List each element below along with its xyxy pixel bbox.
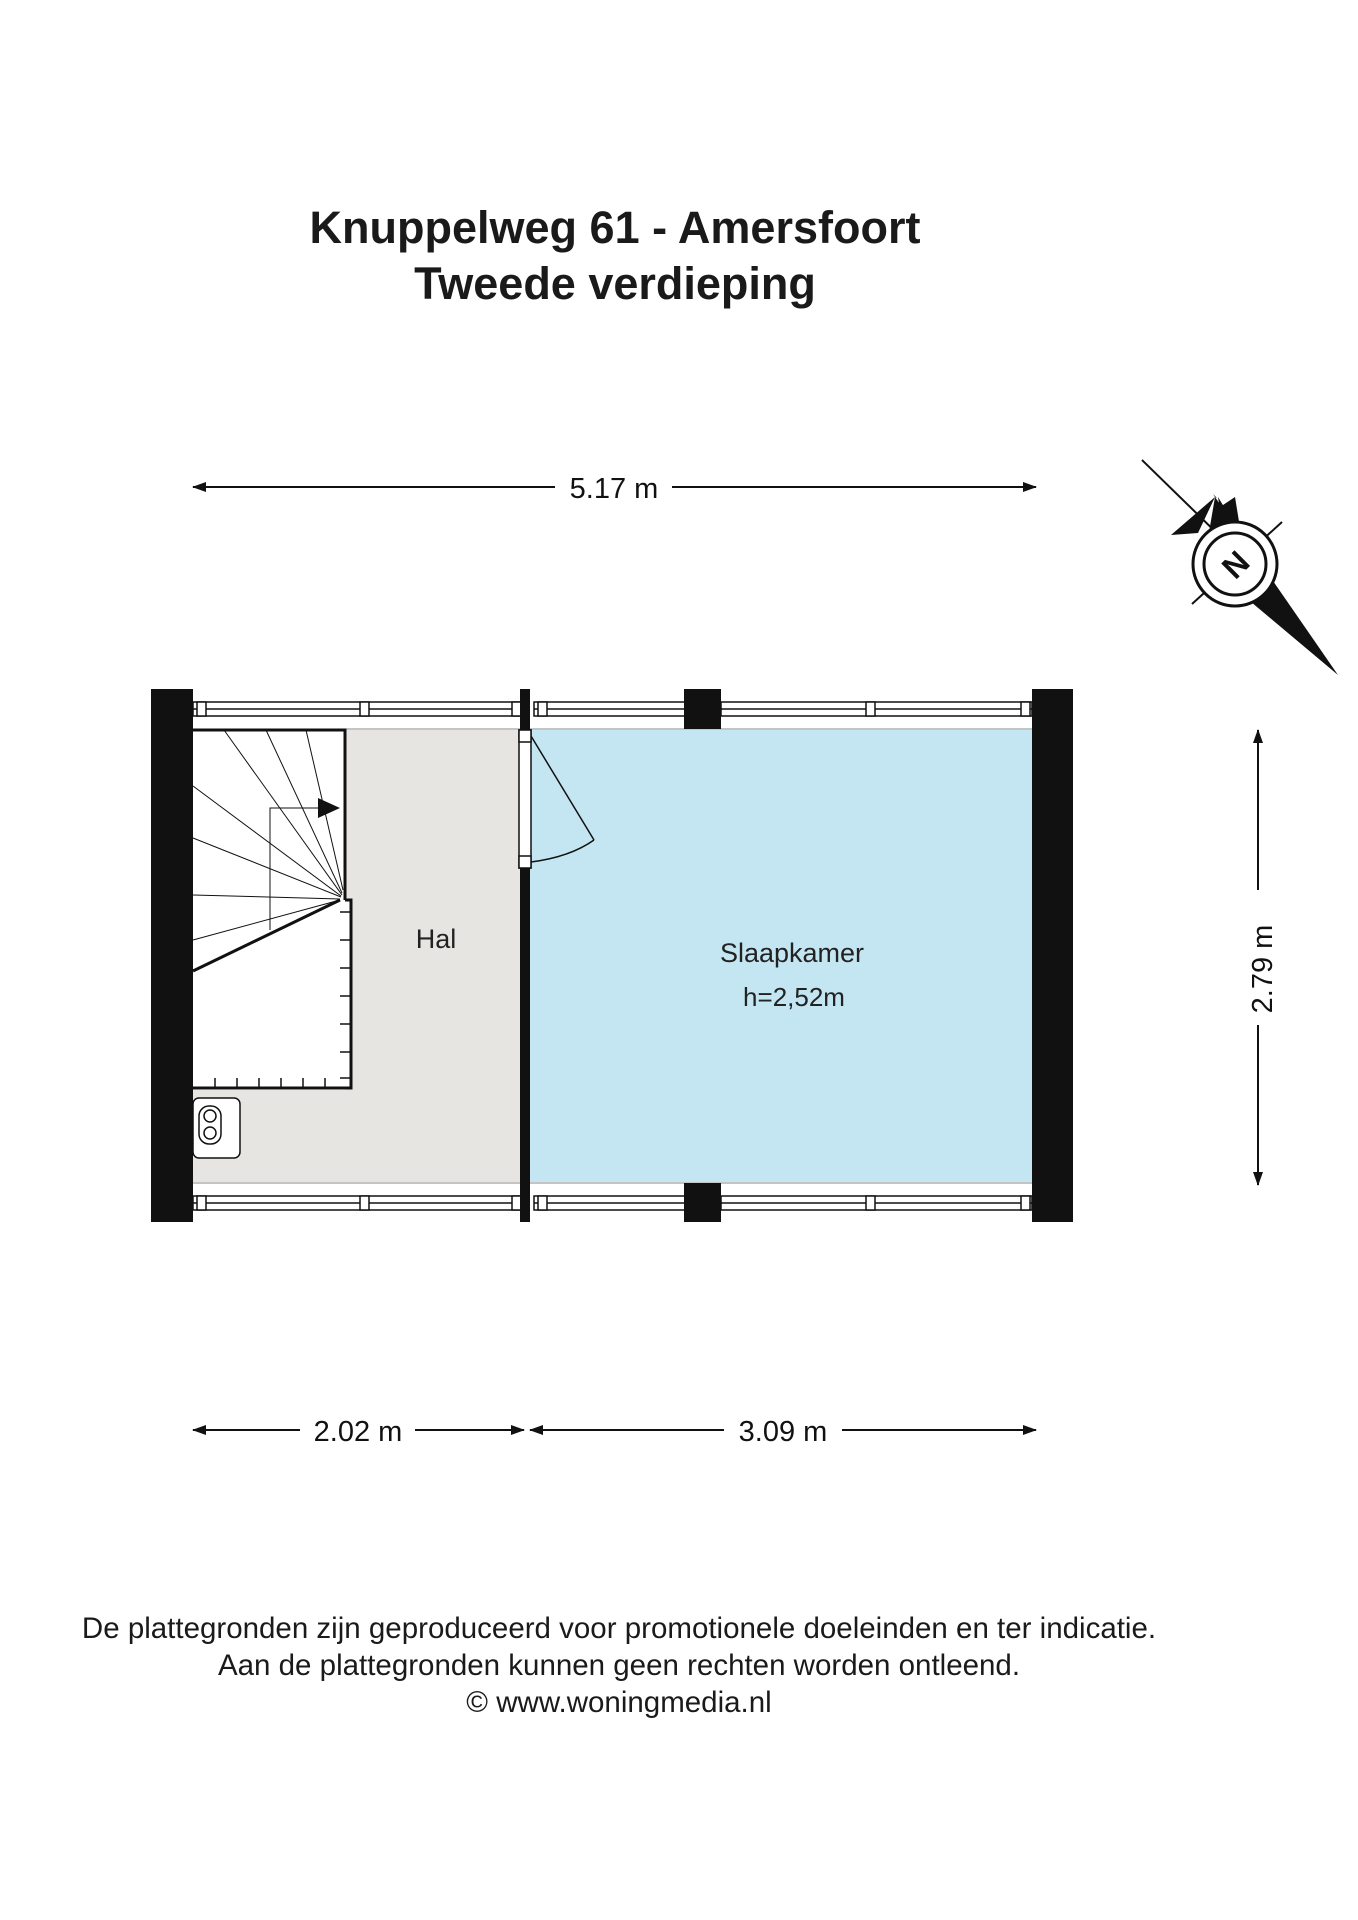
dimension-depth: 2.79 m xyxy=(1247,729,1279,1186)
window-top xyxy=(192,701,1033,717)
room-label-slaapkamer: Slaapkamer xyxy=(720,938,864,968)
compass-icon: N xyxy=(1141,459,1338,675)
plan-title: Knuppelweg 61 - Amersfoort xyxy=(309,202,921,253)
copyright-link: © www.woningmedia.nl xyxy=(466,1686,772,1719)
dimension-slaapkamer-width-label: 3.09 m xyxy=(739,1416,828,1448)
disclaimer-line-1: De plattegronden zijn geproduceerd voor … xyxy=(81,1612,1157,1645)
dimension-total-width: 5.17 m xyxy=(192,473,1037,505)
walls xyxy=(151,689,1073,1222)
door-slaapkamer xyxy=(518,729,595,869)
dimension-hal-width: 2.02 m xyxy=(192,1416,525,1448)
dimension-hal-width-label: 2.02 m xyxy=(314,1416,403,1448)
window-bottom xyxy=(192,1195,1033,1211)
dimension-depth-label: 2.79 m xyxy=(1247,925,1279,1014)
plan-subtitle: Tweede verdieping xyxy=(414,258,816,309)
staircase xyxy=(192,728,353,1090)
room-label-hal: Hal xyxy=(416,924,457,954)
boiler-icon xyxy=(192,1097,241,1159)
dimension-slaapkamer-width: 3.09 m xyxy=(529,1416,1037,1448)
disclaimer-line-2: Aan de plattegronden kunnen geen rechten… xyxy=(217,1649,1021,1682)
dimension-total-width-label: 5.17 m xyxy=(570,473,659,505)
room-height-slaapkamer: h=2,52m xyxy=(743,982,845,1012)
room-slaapkamer xyxy=(530,730,1032,1182)
